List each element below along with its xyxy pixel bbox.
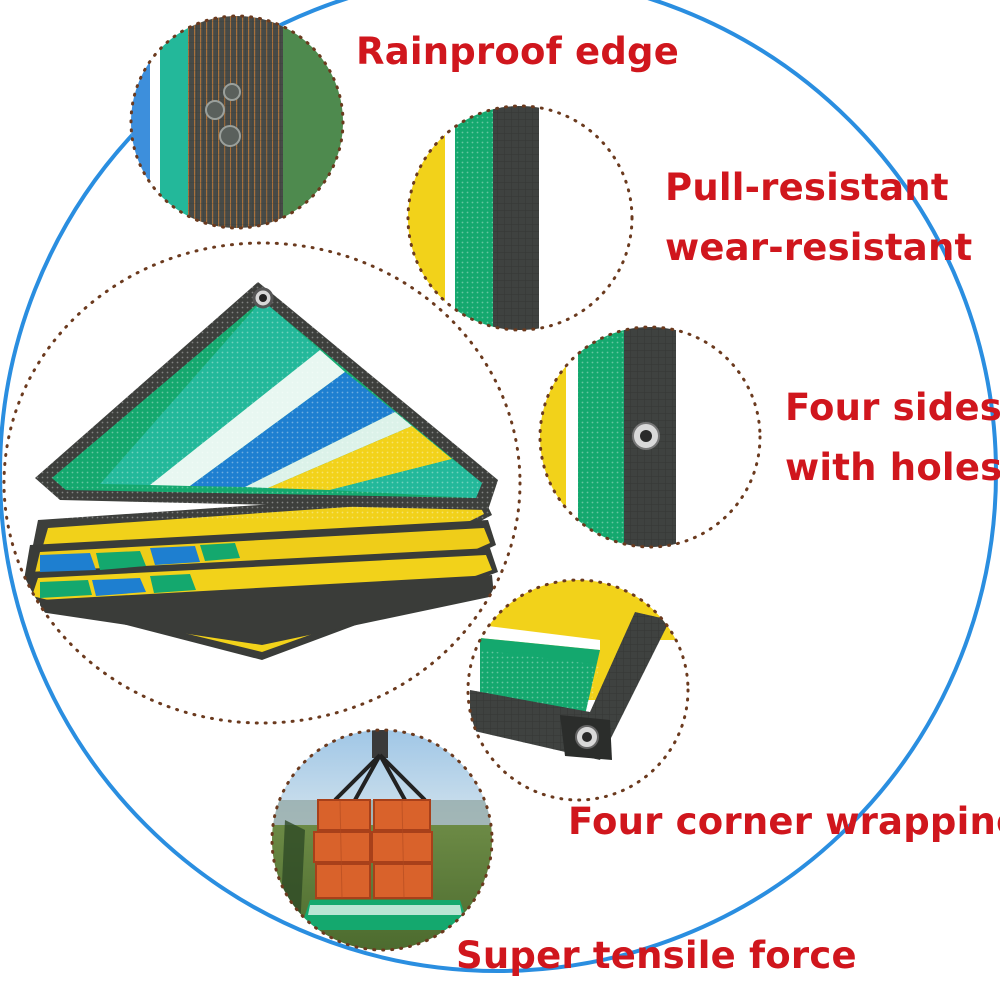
feature-label-four-sides: Four sides with holes [785,378,1000,498]
feature-label-line1: Pull-resistant [665,166,949,209]
folded-shade-net-image [2,241,522,725]
bricks-lift-photo [270,728,494,952]
big-image-dotted-border [2,241,522,725]
feature-label-tensile-force: Super tensile force [456,926,857,986]
binding-edge-closeup [406,104,634,332]
rainproof-edge-closeup [129,14,345,230]
feature-label-line1: Four sides [785,386,1000,429]
feature-label-text: Super tensile force [456,934,857,977]
feature-label-text: Rainproof edge [356,30,679,73]
feature-label-text: Four corner wrapping [568,800,1000,843]
feature-label-line2: with holes [785,446,1000,489]
connector-ring [0,0,998,973]
feature-label-line2: wear-resistant [665,226,973,269]
feature-label-corner-wrapping: Four corner wrapping [568,792,1000,852]
feature-label-pull-resistant: Pull-resistant wear-resistant [665,158,972,278]
corner-wrap-closeup [466,578,690,802]
grommet-hole-closeup [538,325,762,549]
feature-label-rainproof-edge: Rainproof edge [356,22,679,82]
